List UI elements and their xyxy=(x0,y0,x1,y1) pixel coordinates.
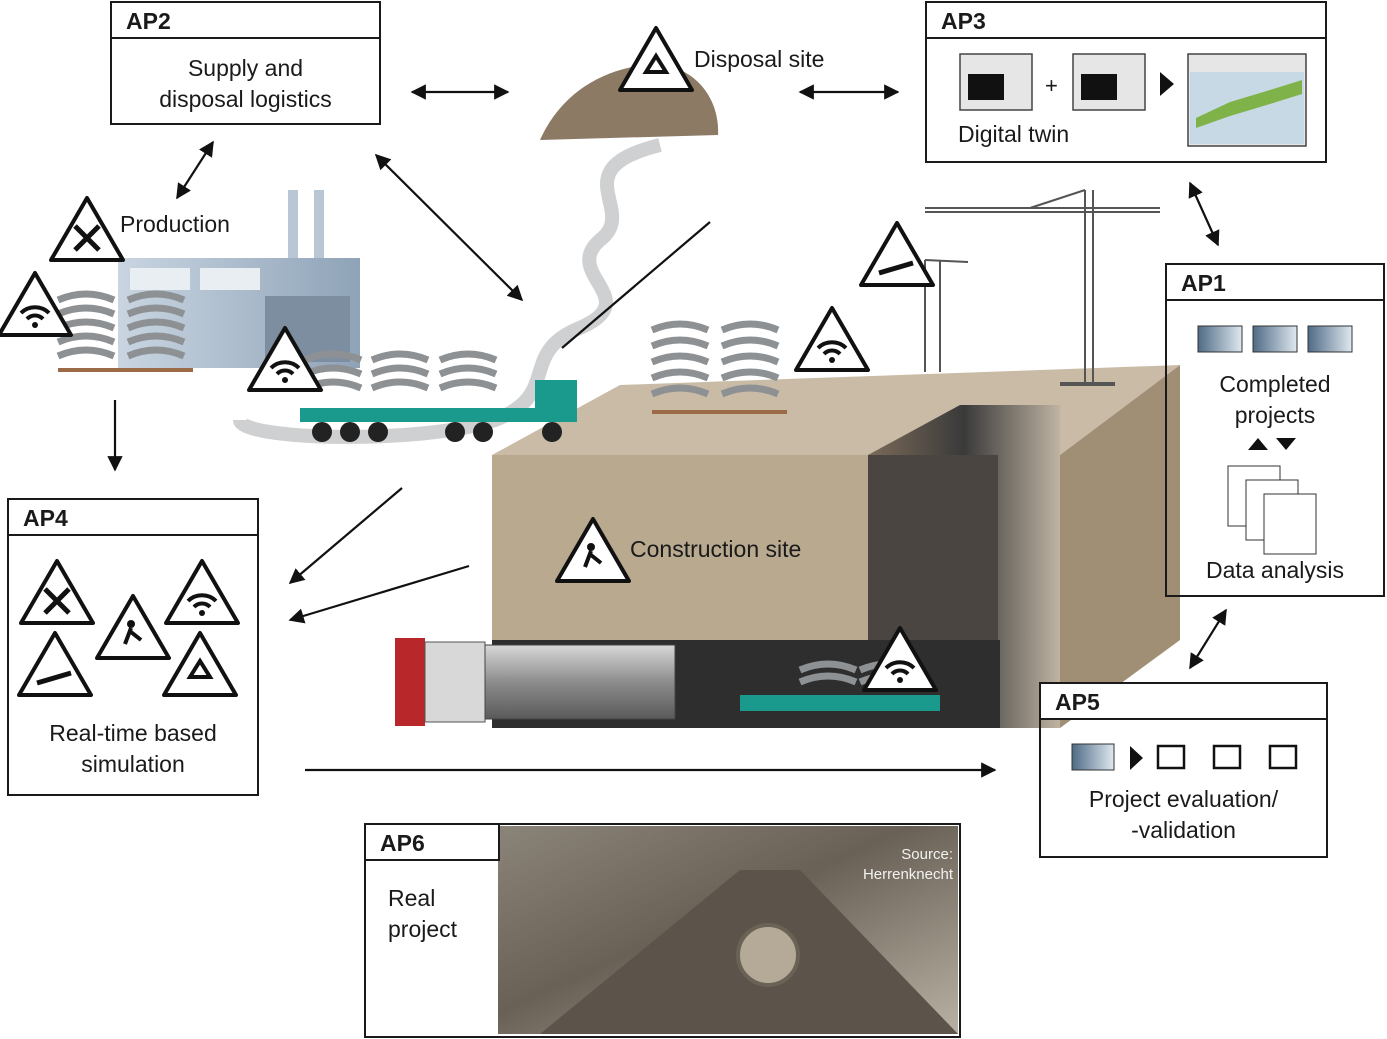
ap1-label-mid: projects xyxy=(1234,402,1316,428)
arrow-ap2-construction xyxy=(374,153,524,302)
ap3-label: Digital twin xyxy=(958,121,1070,147)
ap4-line1: Real-time based xyxy=(49,720,217,746)
folder-icon xyxy=(1071,743,1115,771)
wifi-warning-icon xyxy=(0,271,73,337)
document-stack-icon xyxy=(1227,465,1317,555)
photo-credit-1: Source: xyxy=(901,846,953,863)
production-label: Production xyxy=(120,211,230,237)
checkbox-icon xyxy=(1156,744,1186,770)
wifi-warning-icon xyxy=(247,326,323,392)
ap4-line2: simulation xyxy=(81,751,185,777)
tools-warning-icon xyxy=(49,196,125,262)
ap5-line2: -validation xyxy=(1131,817,1236,843)
segment-stack-factory xyxy=(58,294,193,372)
ap5-box: AP5 Project evaluation/ -validation xyxy=(1039,682,1328,858)
segment-stack-site xyxy=(652,324,787,414)
wifi-warning-icon xyxy=(794,306,870,372)
ap5-line1: Project evaluation/ xyxy=(1088,786,1279,812)
construction-site-label: Construction site xyxy=(630,536,802,562)
ap4-box: AP4 Real-time based simulation xyxy=(7,498,259,796)
ap3-box: AP3 + Digital twin xyxy=(925,1,1327,163)
conveyor-warning-icon xyxy=(17,631,93,697)
tunnel-boring-machine xyxy=(395,638,940,726)
ap1-box: AP1 Completed projects Data analysis xyxy=(1165,263,1385,597)
photo-credit-2: Herrenknecht xyxy=(862,866,953,883)
ap2-line1: Supply and xyxy=(187,55,304,81)
ap1-label-bottom: Data analysis xyxy=(1205,557,1345,583)
ap2-line2: disposal logistics xyxy=(159,86,332,112)
play-arrow-icon xyxy=(1130,746,1143,770)
divider-line xyxy=(561,221,711,349)
arrow-ap2-production xyxy=(176,140,214,200)
folder-icon xyxy=(1307,325,1353,353)
ap6-line1: Real xyxy=(388,885,436,911)
ap3-plus: + xyxy=(1045,73,1058,98)
wifi-warning-icon xyxy=(164,559,240,625)
arrow-site-ap4-1 xyxy=(288,487,403,584)
segment-truck xyxy=(300,354,577,442)
arrow-site-ap4-2 xyxy=(288,564,470,624)
ap3-title: AP3 xyxy=(927,3,1325,39)
arrow-ap3-ap1 xyxy=(1188,181,1220,247)
folder-icon xyxy=(1197,325,1243,353)
ap2-box: AP2 Supply and disposal logistics xyxy=(110,1,381,125)
ap5-title: AP5 xyxy=(1041,684,1326,720)
ap1-label-top: Completed xyxy=(1219,371,1331,397)
wifi-warning-icon xyxy=(862,626,938,692)
ap2-title: AP2 xyxy=(112,3,379,39)
window-icon xyxy=(959,53,1033,111)
ap4-title: AP4 xyxy=(9,500,257,536)
worker-warning-icon xyxy=(555,517,631,583)
up-down-arrows-icon xyxy=(1248,438,1296,450)
disposal-site-label: Disposal site xyxy=(694,46,825,72)
worker-warning-icon xyxy=(95,594,171,660)
arrow-ap1-ap5 xyxy=(1189,608,1227,670)
crane-tower xyxy=(925,189,1160,386)
ap1-title: AP1 xyxy=(1167,265,1383,301)
play-arrow-icon xyxy=(1160,72,1174,96)
ap6-line2: project xyxy=(388,916,458,942)
window-icon xyxy=(1072,53,1146,111)
recycle-warning-icon xyxy=(162,631,238,697)
ap6-box: AP6 Real project Source: Herrenknecht xyxy=(364,823,961,1038)
checkbox-icon xyxy=(1212,744,1242,770)
gantry-conveyor xyxy=(924,259,969,372)
conveyor-warning-icon xyxy=(859,221,935,287)
real-project-photo-cutterhead xyxy=(736,923,800,987)
ap6-title: AP6 xyxy=(366,825,500,861)
recycle-warning-icon xyxy=(618,26,694,92)
checkbox-icon xyxy=(1268,744,1298,770)
tools-warning-icon xyxy=(19,559,95,625)
window-icon xyxy=(1187,53,1307,147)
folder-icon xyxy=(1252,325,1298,353)
